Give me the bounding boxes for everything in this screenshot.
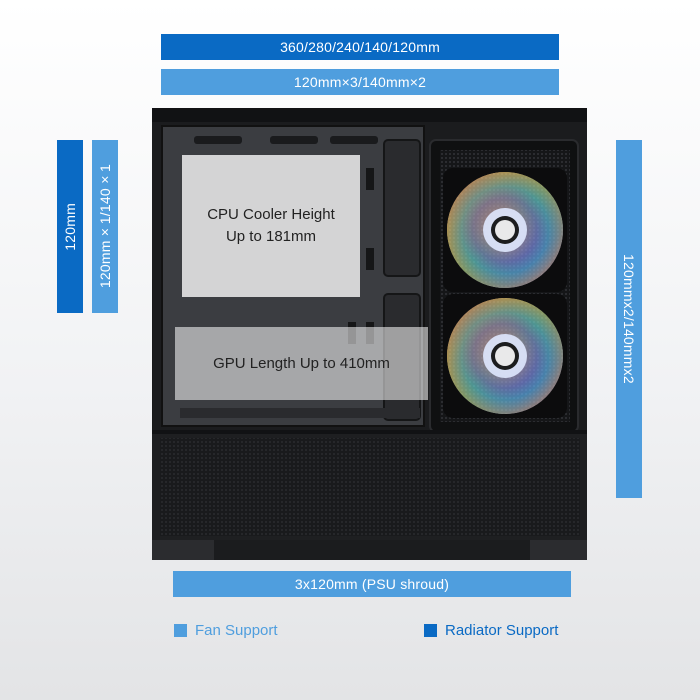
radiator-support-swatch [424,624,437,637]
top-radiator-support-bar: 360/280/240/140/120mm [161,34,559,60]
front-fan-support-bar: 120mmx2/140mmx2 [616,140,642,498]
top-radiator-support-label: 360/280/240/140/120mm [280,39,440,55]
radiator-support-legend-label: Radiator Support [445,622,559,639]
fan-support-swatch [174,624,187,637]
legend-radiator-support: Radiator Support [424,622,558,639]
rear-radiator-support-label: 120mm [62,202,78,251]
rear-fan-support-label: 120mm×1/140×1 [97,164,113,289]
legend-fan-support: Fan Support [174,622,278,639]
fan-support-legend-label: Fan Support [195,622,278,639]
front-fan-bottom [443,294,567,418]
front-fan-top [443,168,567,292]
cpu-cooler-area: CPU Cooler Height Up to 181mm [182,155,360,297]
cpu-cooler-height-line1: CPU Cooler Height [207,206,335,223]
rear-fan-support-bar: 120mm×1/140×1 [92,140,118,313]
rear-radiator-support-bar: 120mm [57,140,83,313]
case-foot-left [152,540,214,560]
top-fan-support-bar: 120mm×3/140mm×2 [161,69,559,95]
psu-shroud-fan-support-bar: 3x120mm (PSU shroud) [173,571,571,597]
psu-shroud-fan-support-label: 3x120mm (PSU shroud) [294,576,450,592]
front-fan-support-label: 120mmx2/140mmx2 [621,254,637,384]
cpu-cooler-height-line2: Up to 181mm [225,228,317,245]
top-fan-support-label: 120mm×3/140mm×2 [293,74,427,90]
gpu-length-label: GPU Length Up to 410mm [213,354,390,372]
gpu-length-area: GPU Length Up to 410mm [175,327,428,400]
case-foot-right [530,540,587,560]
